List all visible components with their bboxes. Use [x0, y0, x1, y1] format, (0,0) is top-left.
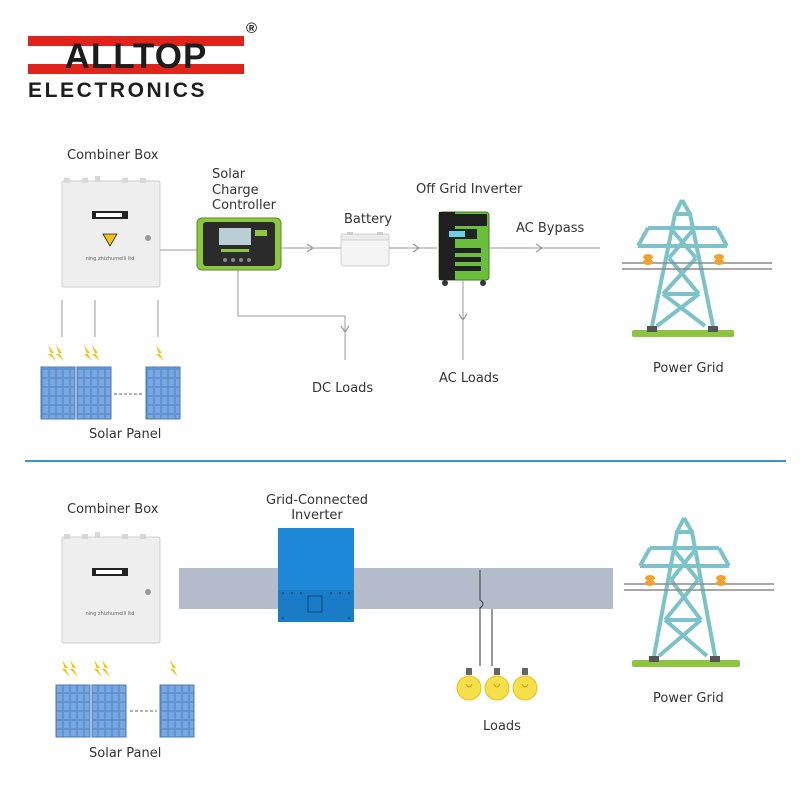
battery-label: Battery	[344, 212, 393, 227]
alltop-logo: ALLTOP	[28, 36, 244, 74]
loads-label: Loads	[483, 719, 521, 734]
solar-charge-controller	[196, 217, 282, 271]
power-grid-label: Power Grid	[653, 361, 724, 376]
light-bulb-icon	[456, 668, 538, 701]
off-grid-inverter	[438, 211, 490, 286]
power-grid-tower-bottom	[624, 517, 774, 667]
solar-panels-top	[40, 366, 181, 420]
off-grid-inverter-label: Off Grid Inverter	[416, 182, 523, 197]
power-bus-bar	[179, 568, 613, 609]
combiner-box-label: Combiner Box	[67, 148, 159, 163]
combiner-box-plate: ning zhizhumeili ltd	[86, 256, 135, 262]
charge-controller-label-line1: Solar	[212, 167, 246, 182]
grid-connected-inverter	[278, 528, 354, 622]
registered-mark: ®	[246, 20, 258, 37]
ac-bypass-label: AC Bypass	[516, 221, 585, 236]
combiner-box-top: ning zhizhumeili ltd	[61, 176, 161, 288]
power-grid-tower-top	[622, 199, 772, 337]
power-grid-label-bottom: Power Grid	[653, 691, 724, 706]
solar-panel-label: Solar Panel	[89, 427, 162, 442]
sunlight-bolt-icon-bottom	[62, 660, 178, 677]
dc-loads-label: DC Loads	[312, 381, 374, 396]
grid-inverter-label-line1: Grid-Connected	[266, 493, 368, 508]
battery	[340, 232, 390, 267]
ac-loads-label: AC Loads	[439, 371, 499, 386]
sunlight-bolt-icon	[48, 345, 164, 361]
charge-controller-label-line2: Charge	[212, 183, 259, 198]
solar-panel-label-bottom: Solar Panel	[89, 746, 162, 761]
load-wires	[479, 570, 493, 666]
logo-subtext: ELECTRONICS	[28, 79, 208, 102]
grid-inverter-label-line2: Inverter	[291, 508, 343, 523]
logo-wordmark: ALLTOP	[65, 37, 208, 74]
charge-controller-label-line3: Controller	[212, 198, 276, 213]
combiner-box-bottom: ning zhizhumeili ltd	[61, 532, 161, 644]
combiner-box-plate-bottom: ning zhizhumeili ltd	[86, 611, 135, 617]
solar-panels-bottom	[55, 684, 195, 738]
combiner-box-label-bottom: Combiner Box	[67, 502, 159, 517]
